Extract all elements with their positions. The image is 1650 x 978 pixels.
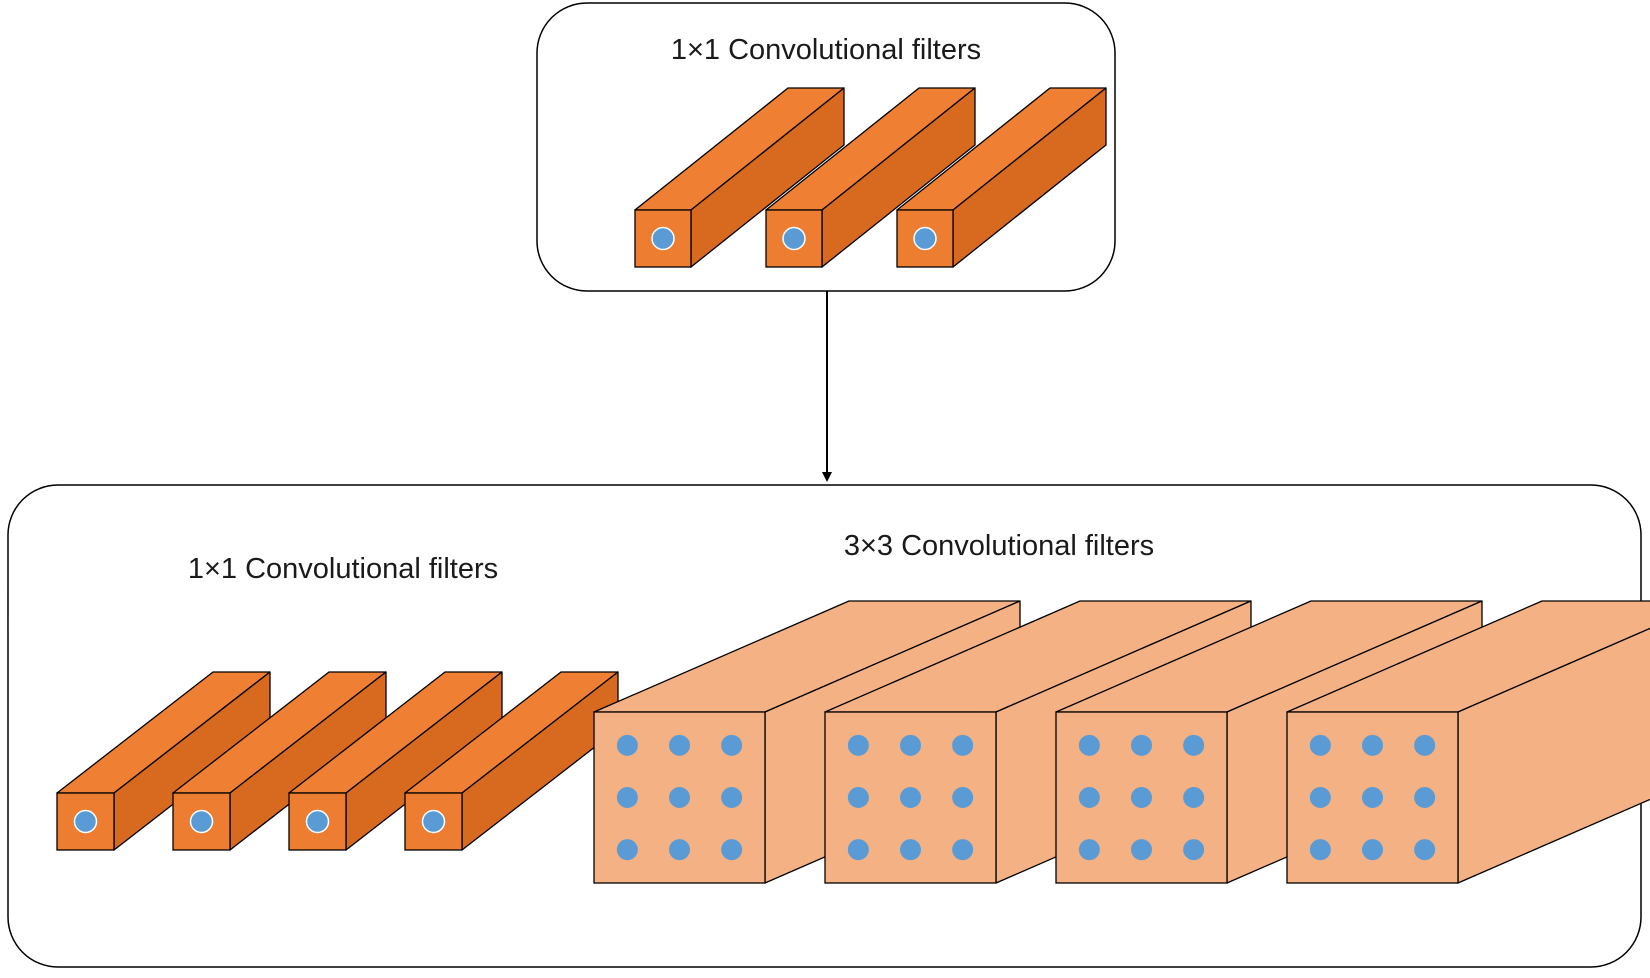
filter-dot [615, 733, 639, 757]
squeeze-1x1-filter [765, 87, 976, 268]
filter-dot [421, 809, 446, 834]
expand-1x1-filter [56, 671, 271, 851]
filter-dot [782, 226, 806, 251]
filter-dot [189, 809, 214, 834]
filter-dot [1130, 733, 1153, 757]
squeeze-filters [634, 87, 1107, 268]
filter-dot [668, 838, 691, 862]
filter-dot [615, 838, 639, 862]
filter-dot [615, 786, 639, 809]
filter-dot [1413, 838, 1437, 862]
filter-dot [651, 226, 675, 251]
filter-dot [951, 786, 975, 809]
filter-dot [913, 226, 937, 251]
filter-dot [1182, 786, 1206, 809]
filter-dot [846, 733, 870, 757]
expand-1x1-filter [288, 671, 503, 851]
expand-1x1-filter [404, 671, 619, 851]
filter-dot [1308, 786, 1332, 809]
filter-dot [1361, 733, 1384, 757]
filter-dot [846, 838, 870, 862]
filter-dot [720, 786, 744, 809]
filter-dot [1182, 838, 1206, 862]
filter-dot [1182, 733, 1206, 757]
bar-front-face [172, 792, 231, 851]
filter-dot [720, 733, 744, 757]
filter-dot [73, 809, 98, 834]
expand-3x3-filters [593, 600, 1650, 884]
expand-3x3-filter [1286, 600, 1650, 884]
squeeze-title: 1×1 Convolutional filters [671, 34, 981, 66]
filter-dot [1413, 786, 1437, 809]
filter-dot [846, 786, 870, 809]
expand-1x1-filters [56, 671, 619, 851]
expand-1x1-filter [172, 671, 387, 851]
filter-dot [899, 733, 922, 757]
filter-dot [1308, 733, 1332, 757]
filter-dot [1413, 733, 1437, 757]
filter-dot [1308, 838, 1332, 862]
filter-dot [951, 733, 975, 757]
squeeze-layer-box: 1×1 Convolutional filters [536, 2, 1116, 292]
filter-dot [668, 786, 691, 809]
filter-dot [1077, 838, 1101, 862]
filter-dot [1130, 838, 1153, 862]
filter-dot [305, 809, 330, 834]
squeeze-1x1-filter [896, 87, 1107, 268]
filter-dot [668, 733, 691, 757]
filter-dot [899, 786, 922, 809]
expand-3x3-title: 3×3 Convolutional filters [844, 530, 1154, 562]
filter-dot [1130, 786, 1153, 809]
expand-1x1-title: 1×1 Convolutional filters [188, 553, 498, 585]
filter-dot [720, 838, 744, 862]
squeeze-1x1-filter [634, 87, 845, 268]
filter-dot [1077, 733, 1101, 757]
filter-dot [1077, 786, 1101, 809]
filter-dot [951, 838, 975, 862]
filter-dot [1361, 786, 1384, 809]
filter-dot [1361, 838, 1384, 862]
filter-dot [899, 838, 922, 862]
expand-layer-box: 1×1 Convolutional filters 3×3 Convolutio… [7, 484, 1650, 968]
